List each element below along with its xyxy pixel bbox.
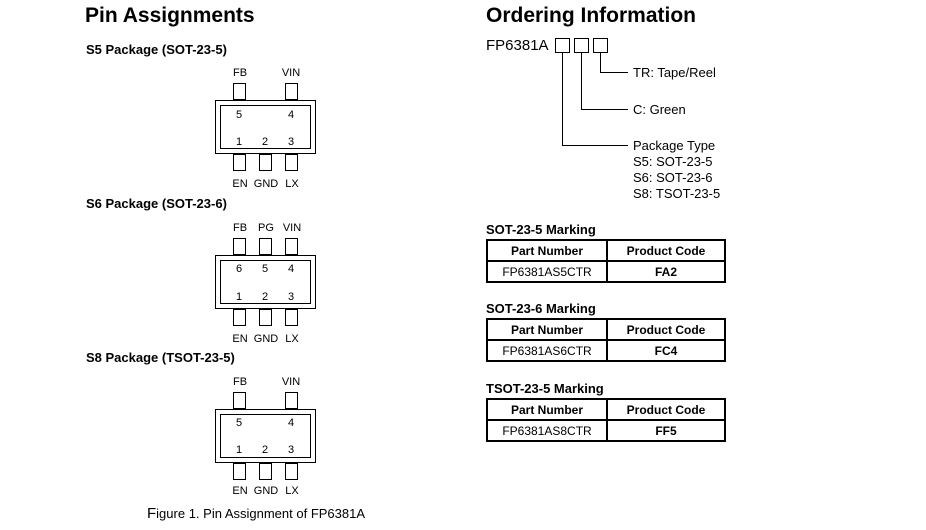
pin-lead: [259, 154, 272, 171]
pin-lead: [285, 463, 298, 480]
marking-title-tsot23-5: TSOT-23-5 Marking: [486, 381, 604, 396]
pin-label-fb: FB: [232, 376, 248, 388]
header-part-number: Part Number: [486, 318, 608, 341]
pin-label-vin: VIN: [281, 67, 301, 79]
package-title-s6: S6 Package (SOT-23-6): [86, 196, 227, 211]
pin-lead: [233, 83, 246, 100]
pin-label-gnd: GND: [253, 178, 279, 190]
header-product-code: Product Code: [606, 398, 726, 421]
pin-number: 2: [262, 136, 269, 148]
pin-label-vin: VIN: [282, 222, 302, 234]
chip-body: [215, 100, 316, 154]
pin-number: 1: [236, 291, 243, 303]
leader-line: [562, 145, 628, 146]
part-number-cell: FP6381AS8CTR: [486, 419, 608, 442]
pin-lead: [233, 392, 246, 409]
pin-number: 4: [288, 417, 295, 429]
pin-lead: [233, 238, 246, 255]
package-title-s8: S8 Package (TSOT-23-5): [86, 350, 235, 365]
tape-reel-label: TR: Tape/Reel: [633, 65, 716, 80]
marking-title-sot23-6: SOT-23-6 Marking: [486, 301, 596, 316]
leader-line: [581, 53, 582, 109]
pin-label-en: EN: [232, 485, 248, 497]
pin-label-lx: LX: [285, 333, 299, 345]
leader-line: [562, 53, 563, 145]
pin-label-lx: LX: [285, 485, 299, 497]
base-part-number: FP6381A: [486, 37, 549, 54]
pin-number: 1: [236, 444, 243, 456]
header-product-code: Product Code: [606, 318, 726, 341]
pin-label-vin: VIN: [281, 376, 301, 388]
pin-label-gnd: GND: [253, 485, 279, 497]
suffix-box-green: [574, 38, 589, 53]
package-type-s8: S8: TSOT-23-5: [633, 186, 721, 201]
pin-number: 6: [236, 263, 243, 275]
part-number-cell: FP6381AS5CTR: [486, 260, 608, 283]
pin-number: 3: [288, 291, 295, 303]
pin-label-fb: FB: [232, 222, 248, 234]
suffix-box-package: [555, 38, 570, 53]
pin-number: 3: [288, 444, 295, 456]
pin-assignments-title: Pin Assignments: [85, 4, 255, 27]
package-title-s5: S5 Package (SOT-23-5): [86, 42, 227, 57]
pin-number: 5: [236, 417, 243, 429]
pin-number: 2: [262, 291, 269, 303]
pin-number: 4: [288, 109, 295, 121]
figure-caption: Figure 1. Pin Assignment of FP6381A: [147, 505, 366, 522]
pin-lead: [285, 83, 298, 100]
pin-label-en: EN: [232, 178, 248, 190]
pin-lead: [233, 154, 246, 171]
pin-lead: [285, 309, 298, 326]
part-number-cell: FP6381AS6CTR: [486, 339, 608, 362]
pin-number: 2: [262, 444, 269, 456]
header-part-number: Part Number: [486, 239, 608, 262]
pin-number: 5: [236, 109, 243, 121]
pin-number: 3: [288, 136, 295, 148]
green-label: C: Green: [633, 102, 686, 117]
ordering-information-title: Ordering Information: [486, 4, 696, 27]
product-code-cell: FC4: [606, 339, 726, 362]
leader-line: [600, 53, 601, 72]
product-code-cell: FA2: [606, 260, 726, 283]
pin-label-fb: FB: [232, 67, 248, 79]
pin-lead: [285, 392, 298, 409]
pin-label-lx: LX: [285, 178, 299, 190]
header-product-code: Product Code: [606, 239, 726, 262]
pin-lead: [233, 463, 246, 480]
pin-number: 1: [236, 136, 243, 148]
marking-title-sot23-5: SOT-23-5 Marking: [486, 222, 596, 237]
chip-body: [215, 409, 316, 463]
pin-lead: [285, 238, 298, 255]
product-code-cell: FF5: [606, 419, 726, 442]
package-type-label: Package Type: [633, 138, 716, 153]
pin-number: 5: [262, 263, 269, 275]
package-type-s6: S6: SOT-23-6: [633, 170, 713, 185]
pin-lead: [259, 463, 272, 480]
pin-label-pg: PG: [258, 222, 274, 234]
leader-line: [600, 72, 628, 73]
pin-lead: [285, 154, 298, 171]
pin-number: 4: [288, 263, 295, 275]
pin-lead: [259, 238, 272, 255]
pin-label-gnd: GND: [253, 333, 279, 345]
suffix-box-tape: [593, 38, 608, 53]
leader-line: [581, 109, 628, 110]
header-part-number: Part Number: [486, 398, 608, 421]
pin-label-en: EN: [232, 333, 248, 345]
pin-lead: [233, 309, 246, 326]
package-type-s5: S5: SOT-23-5: [633, 154, 713, 169]
chip-body: [215, 255, 316, 309]
pin-lead: [259, 309, 272, 326]
